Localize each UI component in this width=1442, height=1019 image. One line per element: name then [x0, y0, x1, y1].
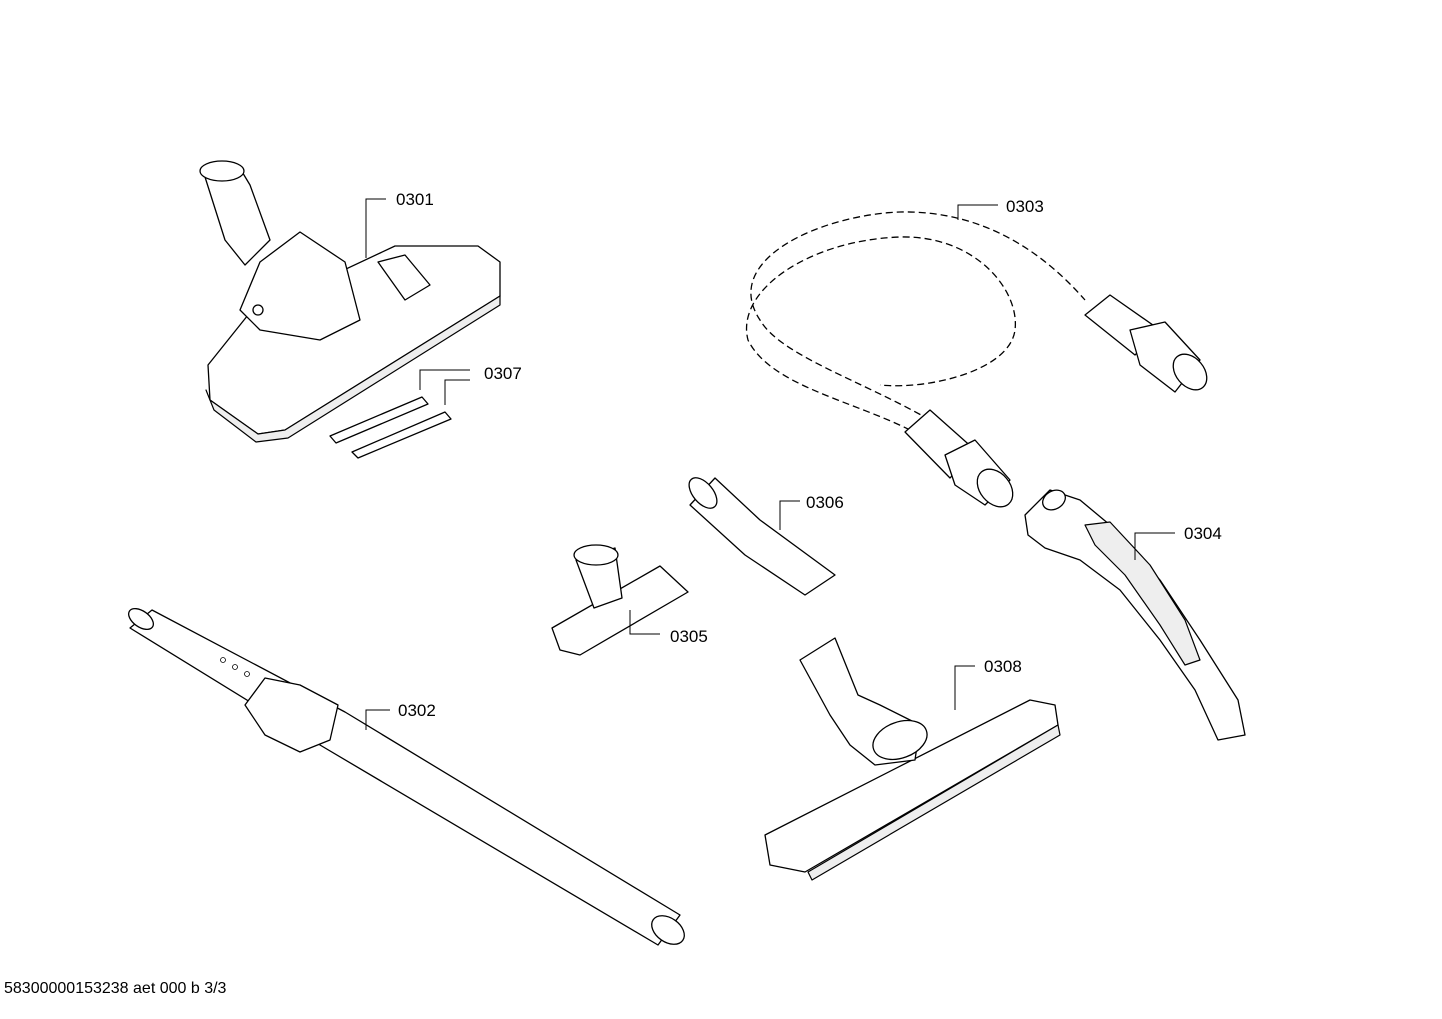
- label-0303: 0303: [1006, 197, 1044, 216]
- label-0305: 0305: [670, 627, 708, 646]
- label-0308: 0308: [984, 657, 1022, 676]
- part-0304-handle[interactable]: [1024, 486, 1246, 741]
- document-footer-code: 58300000153238 aet 000 b 3/3: [4, 980, 227, 997]
- label-0306: 0306: [806, 493, 844, 512]
- part-0301-floor-nozzle[interactable]: [199, 160, 501, 443]
- leader-lines: [365, 198, 1175, 730]
- part-0305-upholstery-nozzle[interactable]: [551, 544, 689, 656]
- part-0308-parquet-nozzle[interactable]: [764, 637, 1061, 881]
- label-0301: 0301: [396, 190, 434, 209]
- part-0306-crevice-nozzle[interactable]: [684, 473, 836, 596]
- part-0307-brush-strips[interactable]: [329, 396, 452, 459]
- part-0302-telescopic-tube[interactable]: [125, 604, 690, 950]
- part-0303-suction-hose[interactable]: [745, 211, 1214, 514]
- label-0302: 0302: [398, 701, 436, 720]
- label-0307: 0307: [484, 364, 522, 383]
- label-0304: 0304: [1184, 524, 1222, 543]
